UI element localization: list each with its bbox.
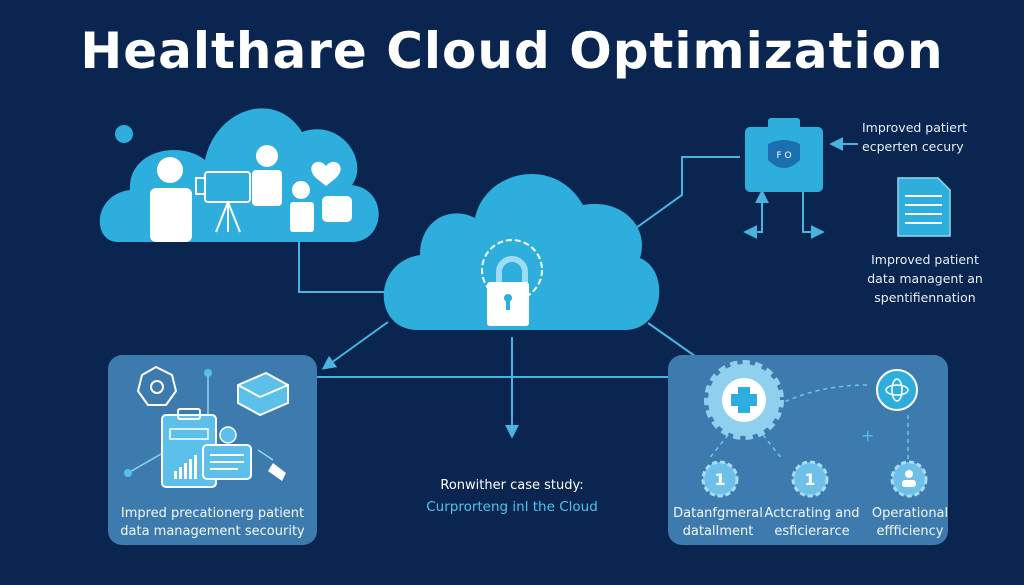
dot-icon [115,125,133,143]
svg-text:1: 1 [804,470,815,489]
right-panel: + 1 1 Datanfgmeral datalIment Actcrating… [668,355,948,545]
doctor-icon [150,157,192,242]
item-2-line1: Actcrating and [764,506,860,521]
right-item-1: Datanfgmeral datalIment [668,505,768,541]
top-left-cloud [99,108,379,242]
data-label-line1: Improved patient [871,252,979,267]
item-3-line2: effficiency [876,524,944,539]
left-panel-icons [124,365,289,488]
case-study-heading: Ronwither case study: [440,478,584,493]
center-cloud [383,174,660,330]
data-management-label: Improved patient data managent an spenti… [850,250,1000,307]
security-label-line2: ecperten cecury [862,139,964,154]
badge-icon-1: 1 [701,460,739,498]
plus-icon: + [861,426,874,445]
left-caption-line1: Impred precationerg patient [120,506,305,521]
data-label-line2: data managent an [867,271,983,286]
medical-gear-icon [704,360,784,440]
shield-badge-text: F O [776,151,791,161]
item-1-line1: Datanfgmeral [673,506,763,521]
medical-kit-icon [322,196,352,222]
right-item-2: Actcrating and esficierarce [760,505,864,541]
security-camera-box: F O [745,118,823,192]
center-caption: Ronwither case study: Curprorteng inl th… [400,478,624,515]
item-1-line2: datalIment [682,524,754,539]
right-panel-icons: + 1 1 [701,360,928,498]
connector-icon [268,463,286,481]
left-caption-line2: data management secourity [120,524,305,539]
case-study-link[interactable]: Curprorteng inl the Cloud [426,499,598,515]
svg-text:1: 1 [714,470,725,489]
atom-circle-icon [876,369,918,411]
security-label: Improved patiert ecperten cecury [862,118,982,156]
device-box-icon [237,371,289,417]
staff-icon [252,145,282,206]
page-title: Healthare Cloud Optimization [80,22,944,80]
shield-icon [768,140,800,168]
connector-lines [298,137,858,439]
camera-on-tripod-icon [195,171,251,233]
item-3-line1: Operational [871,506,949,521]
padlock-gear-icon [481,239,543,326]
left-panel-caption: Impred precationerg patient data managem… [108,505,317,541]
document-icon [897,177,951,237]
chat-list-icon [202,444,252,480]
badge-icon-2: 1 [791,460,829,498]
heart-chat-icon [311,161,341,186]
right-item-3: Operational effficiency [860,505,960,541]
data-label-line3: spentifiennation [874,290,976,305]
left-panel: Impred precationerg patient data managem… [108,355,317,545]
person-icon [290,181,314,232]
security-label-line1: Improved patiert [862,120,968,135]
item-2-line2: esficierarce [774,524,850,539]
badge-icon-person [890,460,928,498]
arrow-circle-icon [219,426,237,444]
network-globe-icon [136,365,178,406]
